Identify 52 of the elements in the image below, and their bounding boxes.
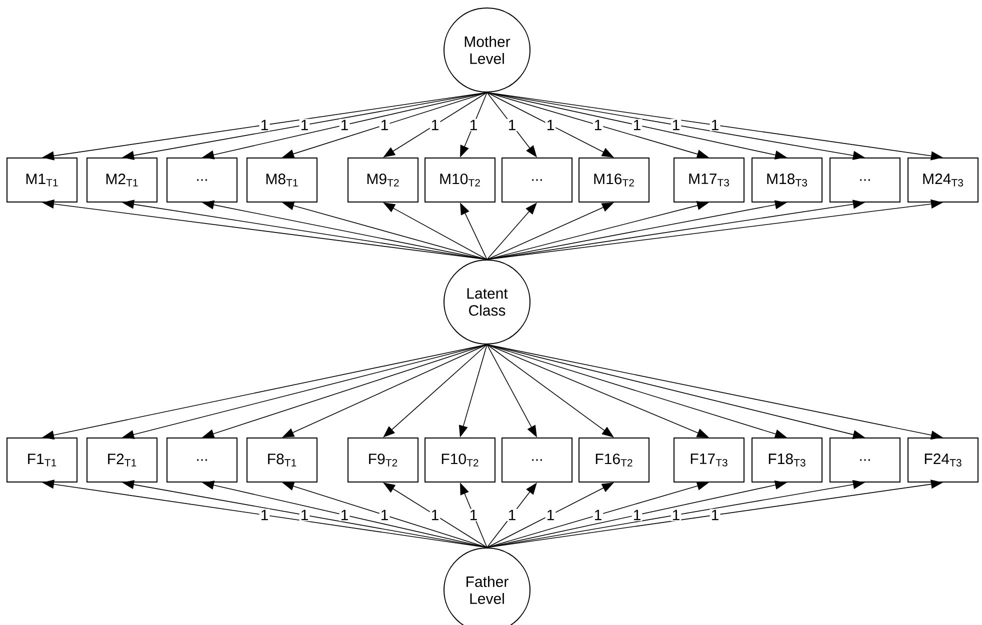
variable-box: F16$_{T2}$ (578, 438, 650, 482)
edge-label: 1 (508, 120, 516, 130)
variable-box: F10$_{T2}$ (424, 438, 496, 482)
variable-box: ... (166, 438, 238, 482)
edge-label: 1 (261, 120, 268, 130)
variable-box: M9$_{T2}$ (348, 158, 418, 202)
variable-box: M18$_{T3}$ (752, 158, 822, 202)
arrow (486, 202, 537, 260)
edge-label: 1 (634, 510, 640, 520)
variable-box: F24$_{T3}$ (908, 438, 978, 482)
edge-label: 1 (341, 510, 348, 520)
edge-label: 1 (470, 510, 477, 520)
variable-box: ... (166, 158, 238, 202)
edge-label: 1 (508, 510, 516, 520)
variable-box: M24$_{T3}$ (908, 158, 978, 202)
variable-box: F17$_{T3}$ (674, 438, 744, 482)
variable-box: ... (830, 438, 900, 482)
edge-label: 1 (301, 510, 308, 520)
ellipse-node: Mother Level (444, 8, 530, 92)
edge-label: 1 (301, 120, 308, 130)
edge-label: 1 (432, 120, 438, 130)
variable-box: M17$_{T3}$ (674, 158, 744, 202)
variable-box: F18$_{T3}$ (752, 438, 822, 482)
variable-box: F1$_{T1}$ (6, 438, 78, 482)
arrow (383, 344, 488, 438)
edge-label: 1 (634, 120, 640, 130)
edge-label: 1 (381, 120, 388, 130)
edge-label: 1 (672, 510, 680, 520)
edge-label: 1 (547, 120, 554, 130)
edge-label: 1 (261, 510, 268, 520)
variable-box: ... (502, 158, 572, 202)
edge-label: 1 (712, 510, 718, 520)
variable-box: M10$_{T2}$ (424, 158, 496, 202)
edge-label: 1 (712, 120, 718, 130)
variable-box: M2$_{T1}$ (86, 158, 158, 202)
variable-box: M16$_{T2}$ (578, 158, 650, 202)
edge-label: 1 (470, 120, 477, 130)
edge-label: 1 (594, 120, 602, 130)
variable-box: F2$_{T1}$ (86, 438, 158, 482)
variable-box: ... (830, 158, 900, 202)
variable-box: F9$_{T2}$ (348, 438, 418, 482)
edge-label: 1 (341, 120, 348, 130)
ellipse-node: Latent Class (444, 260, 530, 344)
edge-label: 1 (594, 510, 602, 520)
variable-box: M8$_{T1}$ (246, 158, 318, 202)
variable-box: F8$_{T1}$ (246, 438, 318, 482)
variable-box: M1$_{T1}$ (6, 158, 78, 202)
edge-label: 1 (672, 120, 680, 130)
edge-label: 1 (381, 510, 388, 520)
edge-label: 1 (547, 510, 554, 520)
edge-label: 1 (432, 510, 438, 520)
variable-box: ... (502, 438, 572, 482)
